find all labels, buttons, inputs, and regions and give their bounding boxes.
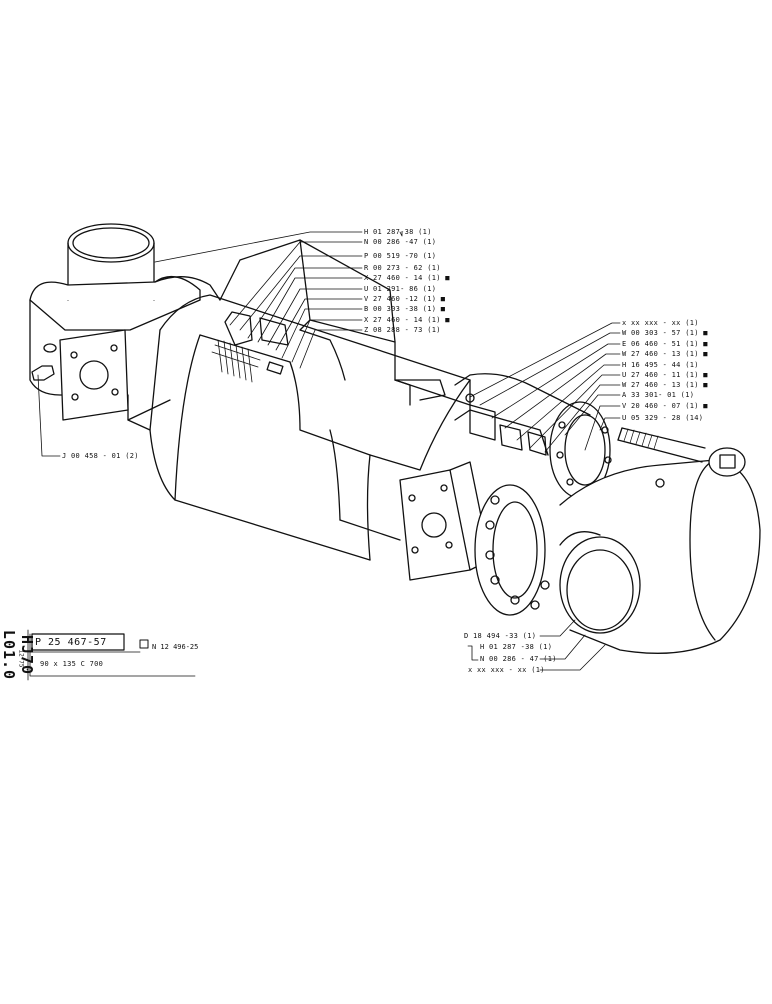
left-clevis: [29, 223, 221, 431]
callout-label: x xx xxx - xx (1): [622, 319, 699, 327]
callout-label: P 00 519 -70 (1): [364, 252, 437, 260]
tie-bolt: [617, 427, 746, 477]
callout-label: N 00 286 - 47 (1): [480, 655, 557, 663]
callout-label: H 16 495 - 44 (1): [622, 361, 699, 369]
callout-label: E 06 460 - 51 (1) ■: [622, 340, 708, 348]
cylinder-barrel: [149, 239, 471, 561]
callout-label: D 18 494 -33 (1): [464, 632, 537, 640]
rod-eye: [559, 459, 761, 654]
dimensions: 90 x 135 C 700: [40, 660, 104, 668]
callout-label: H 01 287 -38 (1): [480, 643, 553, 651]
right-flange: [399, 401, 612, 616]
leader-line-left: [37, 374, 61, 457]
callout-label: V 20 460 - 07 (1) ■: [622, 402, 708, 410]
callout-label: W 27 460 - 13 (1) ■: [622, 381, 708, 389]
leader-lines-right: [469, 322, 621, 453]
leader-lines-top: [154, 231, 403, 369]
callout-label: U 05 329 - 28 (14): [622, 414, 704, 422]
callout-label: x xx xxx - xx (1): [468, 666, 545, 674]
callout-label: V 27 460 -12 (1) ■: [364, 295, 446, 303]
callout-label-left: J 00 458 - 01 (2): [62, 452, 139, 460]
title-block-frame: [27, 629, 196, 681]
part-number: P 25 467-57: [35, 637, 107, 648]
leader-lines-bottom: [467, 619, 606, 671]
callout-label: B 00 303 -38 (1) ■: [364, 305, 446, 313]
callout-label: U 01 291- 86 (1): [364, 285, 437, 293]
callout-label: N 00 286 -47 (1): [364, 238, 437, 246]
callout-label: Z 08 288 - 73 (1): [364, 326, 441, 334]
callout-label: W 00 303 - 57 (1) ■: [622, 329, 708, 337]
callout-label: X 27 460 - 14 (1) ■: [364, 274, 450, 282]
callout-label: U 27 460 - 11 (1) ■: [622, 371, 708, 379]
callout-label: W 27 460 - 13 (1) ■: [622, 350, 708, 358]
side-date: 12-75: [17, 649, 25, 668]
callout-label: X 27 460 - 14 (1) ■: [364, 316, 450, 324]
callout-label: A 33 301- 01 (1): [622, 391, 695, 399]
callout-label: R 00 273 - 62 (1): [364, 264, 441, 272]
sub-number: N 12 496-25: [152, 643, 199, 651]
piston-rod: [366, 373, 591, 561]
callout-label: H 01 287-38 (1): [364, 228, 432, 236]
